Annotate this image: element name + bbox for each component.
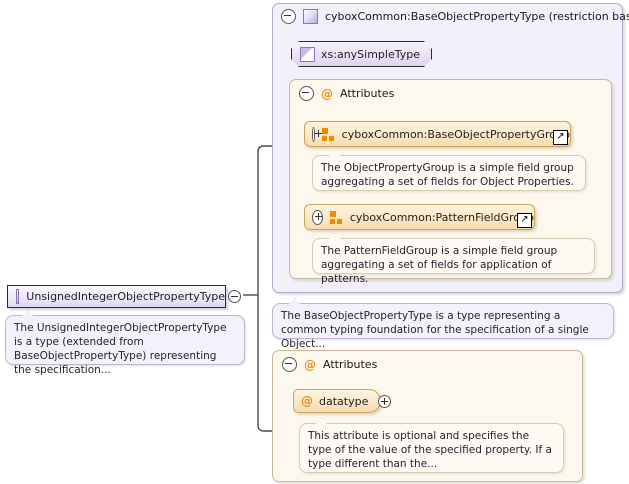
- attribute-expander-plus-icon[interactable]: [378, 394, 391, 408]
- external-link-icon[interactable]: ↗: [553, 130, 568, 145]
- annotation-text: The PatternFieldGroup is a simple field …: [321, 245, 558, 285]
- attribute-group-label: cyboxCommon:BaseObjectPropertyGroup: [341, 127, 570, 141]
- type-square-icon: [16, 289, 20, 304]
- attribute-group-row-pattern-field-group[interactable]: cyboxCommon:PatternFieldGroup ↗: [304, 204, 535, 230]
- external-link-icon[interactable]: ↗: [517, 213, 532, 228]
- simple-type-label: xs:anySimpleType: [321, 47, 420, 61]
- base-attributes-container: @ Attributes cyboxCommon:BaseObjectPrope…: [289, 79, 612, 285]
- at-sign-icon: @: [321, 86, 333, 101]
- at-sign-icon: @: [301, 394, 313, 408]
- base-type-container: cyboxCommon:BaseObjectPropertyType (rest…: [272, 3, 629, 293]
- base-type-expander-minus-icon[interactable]: [281, 9, 296, 24]
- group-expander-plus-icon[interactable]: [312, 209, 323, 225]
- base-attributes-expander-minus-icon[interactable]: [299, 86, 314, 101]
- at-sign-icon: @: [304, 357, 316, 372]
- attribute-label: datatype: [319, 394, 369, 408]
- base-type-header: cyboxCommon:BaseObjectPropertyType (rest…: [281, 9, 629, 24]
- derived-attribute-annotation: This attribute is optional and specifies…: [299, 418, 564, 473]
- base-attributes-label: Attributes: [340, 87, 395, 100]
- annotation-text: The UnsignedIntegerObjectPropertyType is…: [14, 322, 227, 376]
- attribute-group-icon: [329, 210, 343, 224]
- type-square-icon: [303, 9, 318, 24]
- annotation-text: The ObjectPropertyGroup is a simple fiel…: [321, 162, 574, 188]
- group-expander-plus-icon[interactable]: [312, 126, 321, 142]
- derived-attributes-expander-minus-icon[interactable]: [282, 357, 297, 372]
- base-attributes-header: @ Attributes: [299, 86, 394, 101]
- simple-type-node[interactable]: xs:anySimpleType: [291, 41, 432, 67]
- attribute-group-annotation-pattern-field-group: The PatternFieldGroup is a simple field …: [312, 233, 595, 285]
- base-type-annotation: The BaseObjectPropertyType is a type rep…: [272, 298, 614, 350]
- attribute-node-datatype[interactable]: @ datatype: [293, 389, 382, 413]
- type-node-annotation: The UnsignedIntegerObjectPropertyType is…: [5, 310, 245, 376]
- annotation-text: This attribute is optional and specifies…: [308, 430, 552, 470]
- type-node-unsigned-integer-object-property-type[interactable]: UnsignedIntegerObjectPropertyType: [7, 285, 226, 308]
- simple-type-icon: [300, 47, 315, 62]
- attribute-group-annotation-base-object-property-group: The ObjectPropertyGroup is a simple fiel…: [312, 150, 586, 191]
- base-type-title: cyboxCommon:BaseObjectPropertyType (rest…: [325, 10, 629, 23]
- derived-attributes-label: Attributes: [323, 358, 378, 371]
- derived-attributes-container: @ Attributes @ datatype This attribute i…: [272, 350, 583, 482]
- type-node-label: UnsignedIntegerObjectPropertyType: [26, 290, 225, 303]
- attribute-group-icon: [321, 127, 335, 141]
- type-node-expander-minus-icon[interactable]: [228, 289, 241, 303]
- derived-attributes-header: @ Attributes: [282, 357, 377, 372]
- attribute-group-label: cyboxCommon:PatternFieldGroup: [349, 210, 534, 224]
- attribute-group-row-base-object-property-group[interactable]: cyboxCommon:BaseObjectPropertyGroup ↗: [304, 121, 571, 147]
- annotation-text: The BaseObjectPropertyType is a type rep…: [281, 310, 589, 350]
